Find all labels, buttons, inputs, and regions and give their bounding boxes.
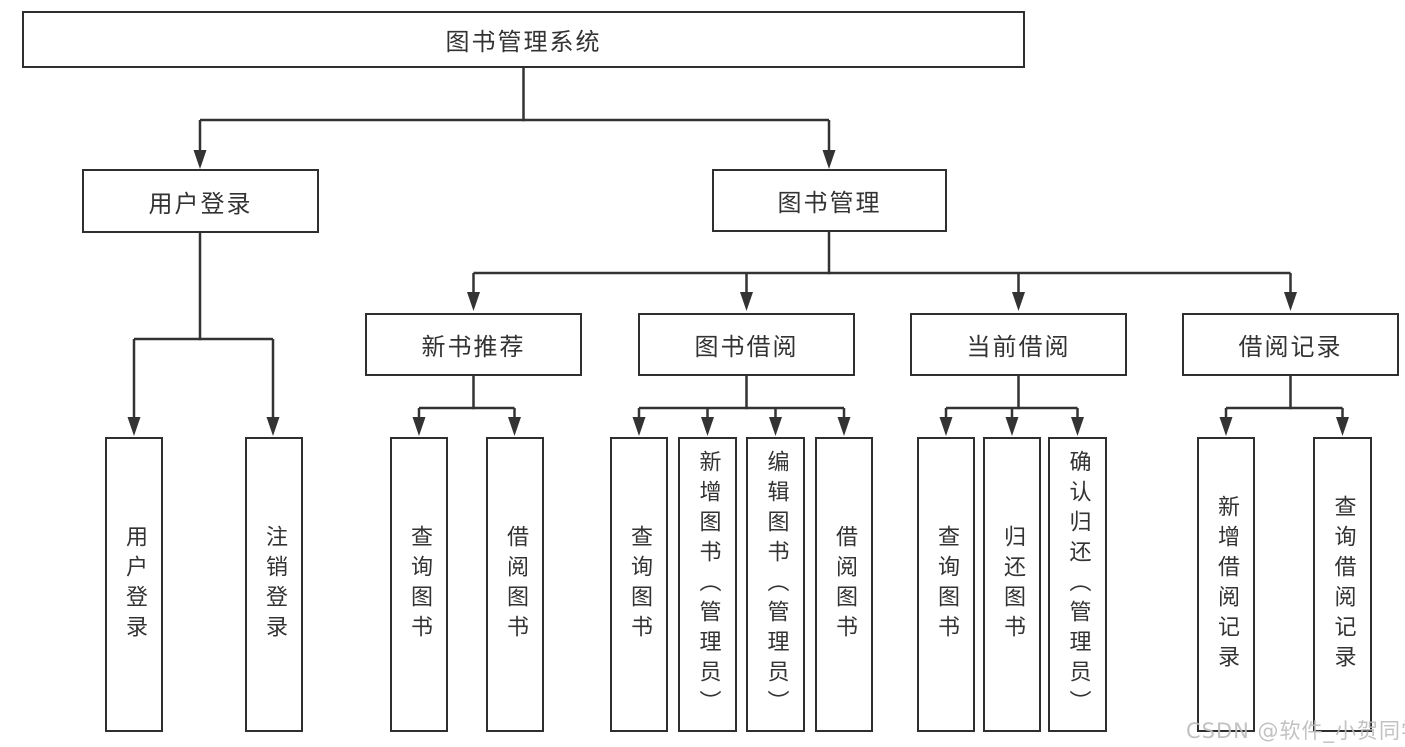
node-label: 查询借阅记录 [1330,494,1356,675]
node-label: 新增借阅记录 [1214,494,1239,675]
node-label: 查询图书 [934,524,959,645]
leaf-query-borrow-record: 查询借阅记录 [1313,437,1372,732]
leaf-edit-book-admin: 编辑图书（管理员） [746,437,805,732]
leaf-borrow-books: 借阅图书 [815,437,873,732]
node-new-book-recommendation: 新书推荐 [365,313,582,376]
leaf-return-books: 归还图书 [983,437,1041,732]
node-label: 借阅图书 [832,524,857,645]
leaf-logout: 注销登录 [245,437,303,732]
node-book-borrowing: 图书借阅 [638,313,855,376]
node-current-borrowing: 当前借阅 [910,313,1127,376]
node-label: 借阅记录 [1238,333,1343,361]
leaf-user-login: 用户登录 [105,437,163,732]
leaf-confirm-return-admin: 确认归还（管理员） [1048,437,1107,732]
node-book-management: 图书管理 [712,169,947,232]
node-label: 确认归还（管理员） [1065,449,1091,720]
node-label: 用户登录 [122,524,147,645]
node-label: 查询图书 [627,524,652,645]
node-label: 编辑图书（管理员） [763,449,789,720]
leaf-query-books-borrow: 查询图书 [610,437,668,732]
node-label: 借阅图书 [503,524,528,645]
node-label: 图书管理 [777,189,882,217]
node-label: 当前借阅 [966,333,1071,361]
node-label: 图书借阅 [694,333,799,361]
node-label: 归还图书 [1000,524,1025,645]
node-library-management-system: 图书管理系统 [22,11,1025,68]
leaf-add-book-admin: 新增图书（管理员） [678,437,737,732]
node-label: 新增图书（管理员） [695,449,721,720]
node-label: 注销登录 [262,524,287,645]
leaf-query-books-current: 查询图书 [917,437,975,732]
leaf-query-books-recommend: 查询图书 [390,437,448,732]
node-label: 用户登录 [148,189,253,218]
node-label: 新书推荐 [421,333,526,361]
node-borrowing-records: 借阅记录 [1182,313,1399,376]
leaf-add-borrow-record: 新增借阅记录 [1197,437,1255,732]
node-label: 查询图书 [407,524,432,645]
csdn-watermark: CSDN @软件_小贺同学 [1186,719,1405,743]
node-label: 图书管理系统 [445,28,602,56]
node-user-login: 用户登录 [82,169,319,233]
leaf-borrow-books-recommend: 借阅图书 [486,437,544,732]
